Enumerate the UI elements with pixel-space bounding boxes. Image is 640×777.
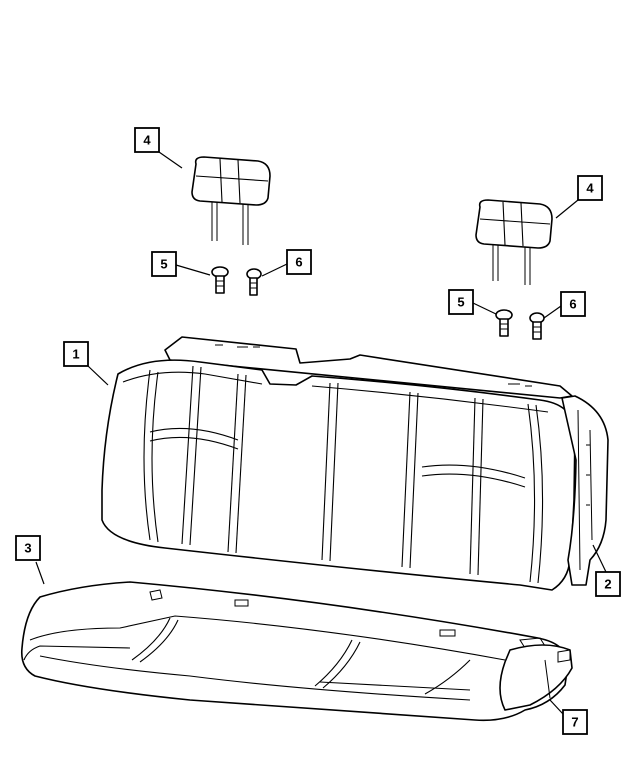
callout-7: 7 [562,709,588,735]
leader-line [158,151,183,169]
callout-2: 2 [595,571,621,597]
callout-label: 4 [143,133,151,148]
callout-label: 1 [72,347,79,362]
callout-label: 2 [604,577,611,592]
callout-label: 5 [457,295,464,310]
callout-label: 3 [24,541,31,556]
callout-label: 5 [160,257,167,272]
leader-line [592,544,607,573]
headrest-guide-lock-right [529,312,545,340]
leader-line [35,561,45,585]
callout-label: 6 [295,255,302,270]
callout-label: 7 [571,715,578,730]
seat-back [101,336,576,591]
callout-3: 3 [15,535,41,561]
callout-4-left: 4 [134,127,160,153]
headrest-guide-lock-left [246,268,262,296]
leader-line [87,365,109,386]
leader-line [175,264,211,276]
callout-4-right: 4 [577,175,603,201]
leader-line [555,199,579,219]
leader-line [543,305,562,319]
headrest-guide-right [495,309,513,337]
callout-label: 6 [569,297,576,312]
callout-1: 1 [63,341,89,367]
seat-back-side-trim [561,395,609,586]
seat-cushion [20,581,569,722]
callout-6-right: 6 [560,291,586,317]
leader-line [472,302,497,315]
headrest-right [475,199,553,285]
headrest-left [191,156,271,245]
callout-6-left: 6 [286,249,312,275]
headrest-guide-left [211,266,229,294]
leader-line [549,699,564,715]
callout-label: 4 [586,181,594,196]
callout-5-right: 5 [448,289,474,315]
callout-5-left: 5 [151,251,177,277]
leader-line [261,263,288,277]
seat-cushion-side-trim [499,644,573,711]
